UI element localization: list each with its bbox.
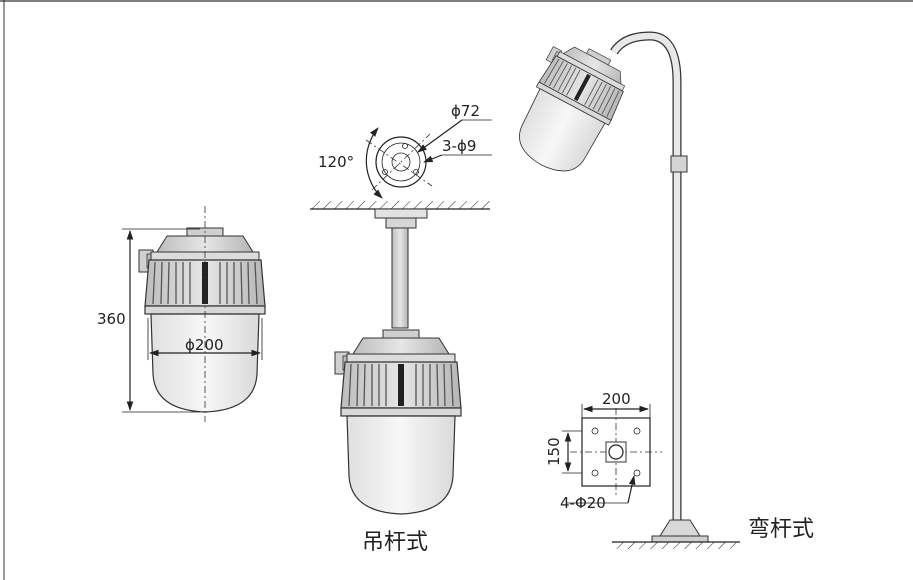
diameter-200-dimension-line [147,318,263,360]
ground-surface [612,541,740,549]
height-360-label: 360 [97,310,126,328]
diameter-200-label: ϕ200 [185,336,224,354]
height-dimension-line [122,228,200,413]
base-width-200-label: 200 [602,390,631,408]
diameter-72-label: ϕ72 [451,102,480,120]
mounting-plate-top-view [365,119,492,199]
front-view-lamp [138,206,266,422]
bent-pole [610,31,709,543]
holes-3x9-label: 3-ϕ9 [442,137,476,155]
bent-pole-mount-caption: 弯杆式 [748,517,814,542]
pole-lamp [501,32,637,185]
pendant-mount-caption: 吊杆式 [362,530,428,555]
ceiling-surface [310,201,490,210]
base-holes-label: 4-Φ20 [560,494,606,512]
base-height-150-label: 150 [545,437,563,466]
angle-120-label: 120° [318,153,354,171]
pendant-pole [374,208,428,329]
pendant-lamp [334,329,462,515]
base-plate-view [562,404,662,504]
